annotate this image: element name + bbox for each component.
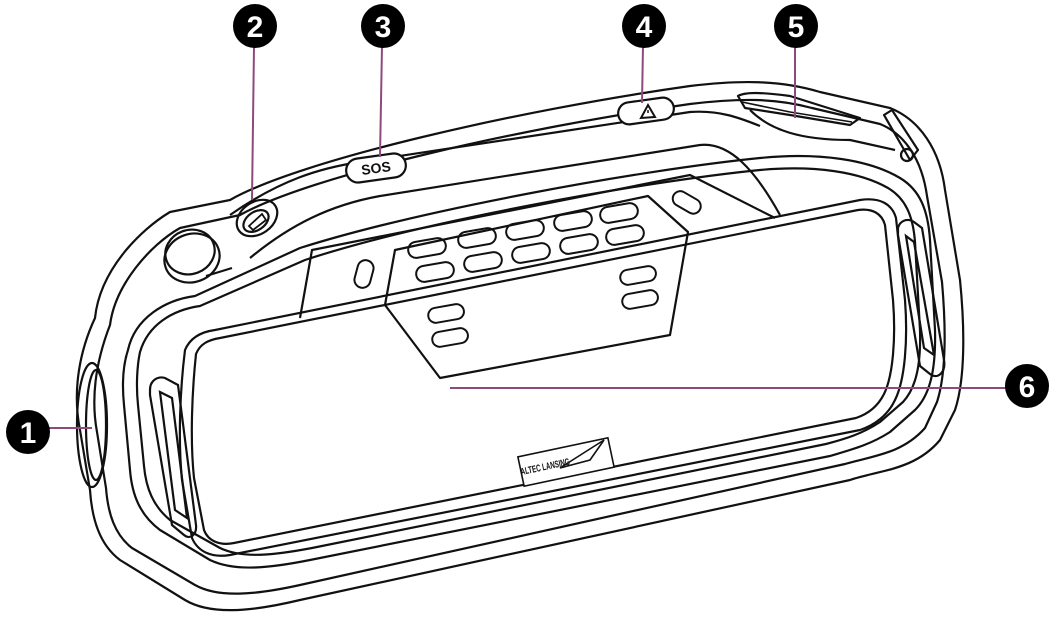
callout-2: 2 (233, 4, 277, 48)
side-slots (148, 218, 946, 539)
callout-number-4: 4 (636, 11, 653, 44)
sos-button: SOS (345, 152, 407, 184)
leader-line-4 (641, 45, 644, 104)
side-port (75, 361, 109, 489)
callout-1: 1 (6, 410, 50, 454)
strap-loop (736, 91, 920, 163)
callout-6: 6 (1005, 364, 1049, 408)
callout-3: 3 (361, 4, 405, 48)
speaker-body (75, 80, 965, 612)
callout-number-5: 5 (788, 11, 805, 44)
callout-number-6: 6 (1019, 371, 1036, 404)
leader-line-3 (379, 45, 383, 158)
flashlight-button (235, 198, 279, 238)
leader-line-2 (251, 45, 255, 201)
leader-lines (45, 45, 1007, 429)
callout-number-1: 1 (20, 417, 37, 450)
callout-number-3: 3 (375, 11, 392, 44)
top-ridge (229, 110, 781, 319)
callout-4: 4 (622, 4, 666, 48)
callout-number-2: 2 (247, 11, 264, 44)
hazard-button (617, 96, 675, 126)
brand-logo: ALTEC LANSING (516, 436, 616, 488)
callout-5: 5 (774, 4, 818, 48)
button-plate (383, 194, 690, 380)
control-keys (353, 190, 702, 348)
top-knob (163, 228, 233, 284)
sos-label: SOS (360, 158, 392, 178)
